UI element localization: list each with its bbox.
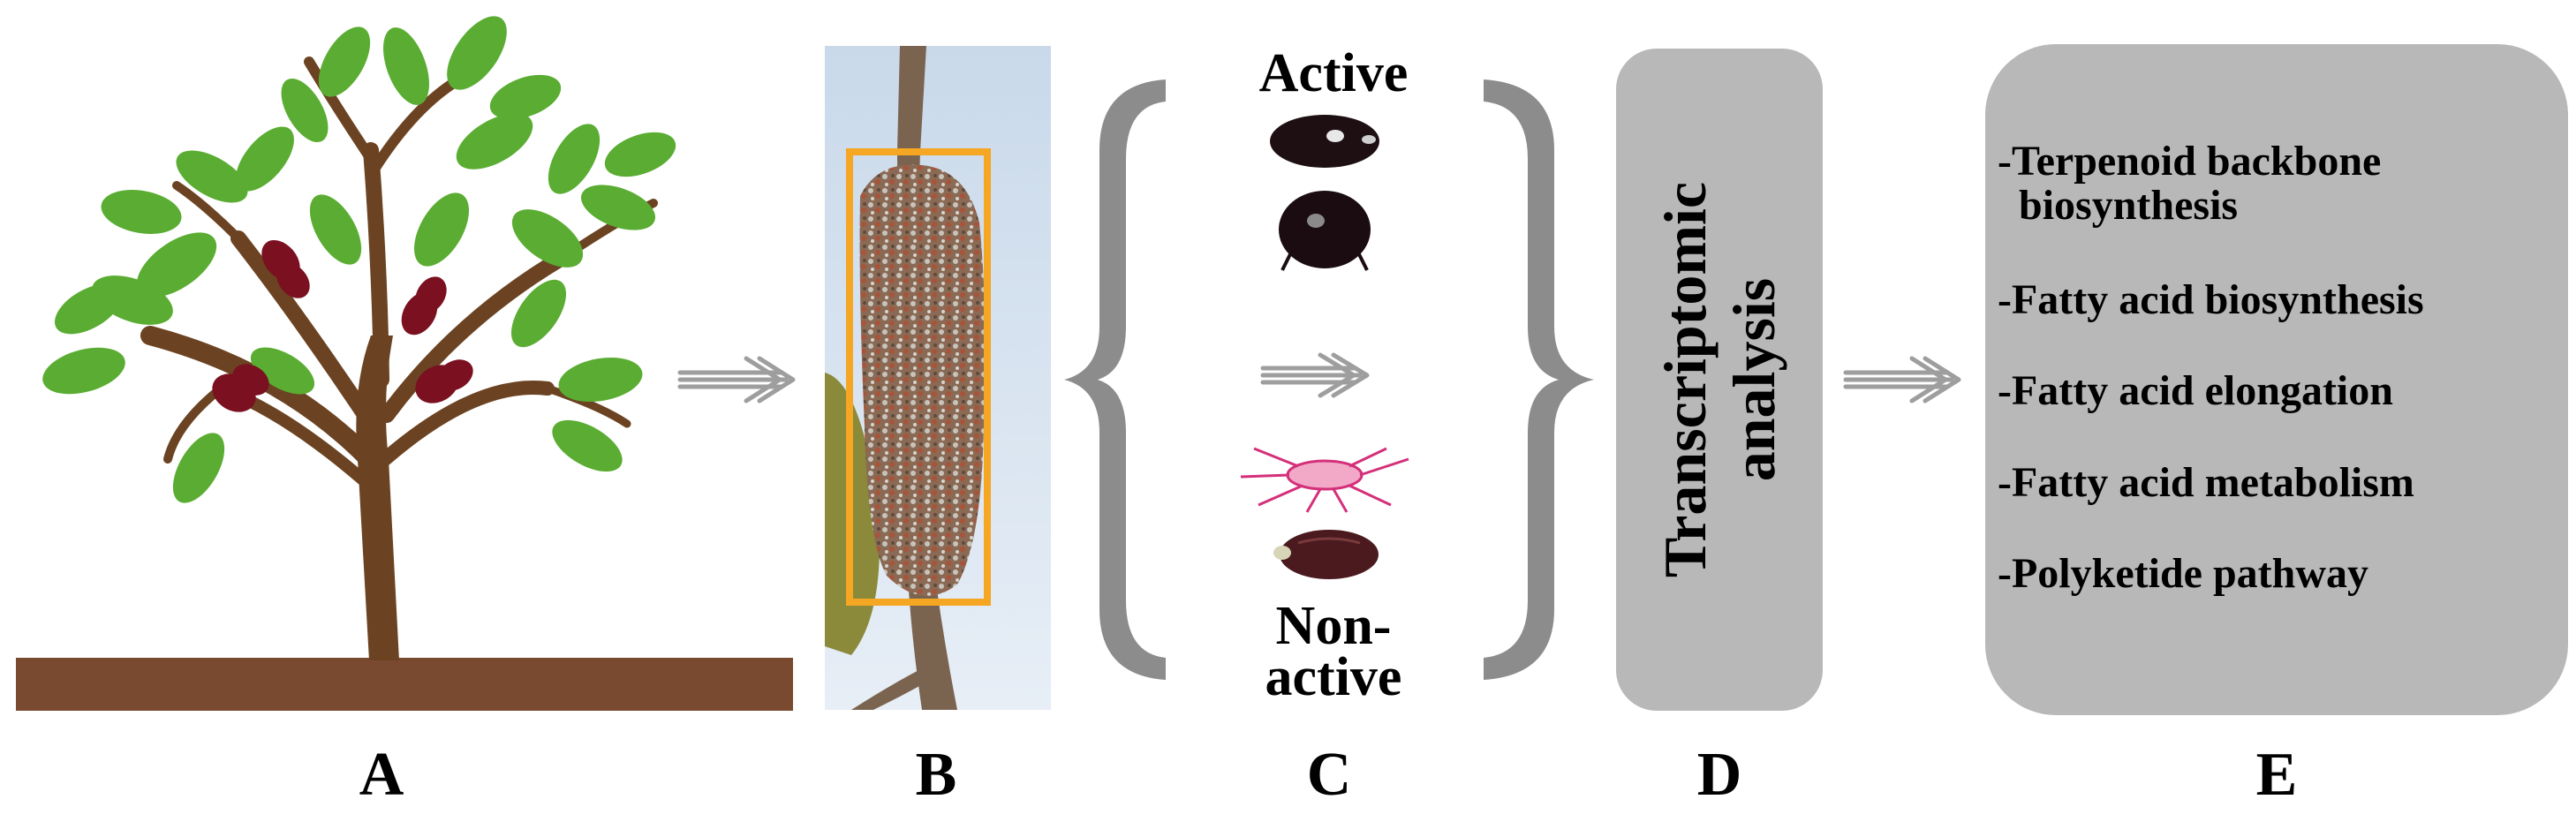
arrow-d-to-e: [1843, 356, 1961, 403]
tree-illustration: [16, 16, 793, 711]
ground-strip: [16, 658, 793, 711]
colony-photo: [825, 46, 1051, 710]
non-active-crawler: [1240, 447, 1409, 513]
transcriptomic-analysis-box: Transcriptomic analysis: [1616, 49, 1823, 711]
insect-cluster: [415, 359, 473, 403]
pathway-item: -Terpenoid backbone biosynthesis: [1998, 138, 2382, 229]
panel-label-b: B: [915, 741, 957, 809]
insect-cluster: [261, 239, 310, 298]
pathway-item: -Polyketide pathway: [1998, 550, 2368, 597]
panel-label-d: D: [1696, 741, 1742, 809]
panel-label-a: A: [359, 741, 404, 809]
insect-samples: [1240, 115, 1409, 579]
pathway-item: -Fatty acid metabolism: [1998, 459, 2414, 506]
brace-right: [1484, 79, 1594, 680]
pathway-item: -Fatty acid elongation: [1998, 367, 2393, 414]
transcriptomic-analysis-label: Transcriptomic analysis: [1651, 182, 1788, 577]
colony: [859, 164, 986, 596]
pathways-box: [1985, 44, 2568, 715]
non-active-insect: [1273, 530, 1379, 579]
state-non-active-label: Non- active: [1265, 596, 1402, 707]
active-insect: [1270, 115, 1379, 168]
brace-left: [1064, 79, 1166, 680]
analysis-line-2: analysis: [1720, 277, 1787, 482]
highlight-frame: [846, 148, 991, 606]
twig-side-branch: [851, 664, 935, 710]
insect-cluster: [401, 276, 447, 336]
arrow-active-to-non-active: [1260, 352, 1370, 398]
insect-cluster: [212, 364, 269, 412]
active-insect: [1279, 191, 1371, 271]
panel-label-c: C: [1306, 741, 1352, 809]
state-active-label: Active: [1258, 43, 1409, 103]
tree-leaves: [42, 16, 676, 503]
pathway-item: -Fatty acid biosynthesis: [1998, 276, 2424, 323]
analysis-line-1: Transcriptomic: [1651, 181, 1719, 578]
arrow-a-to-b: [677, 356, 796, 403]
panel-label-e: E: [2255, 741, 2298, 809]
insect-clusters: [212, 239, 473, 412]
